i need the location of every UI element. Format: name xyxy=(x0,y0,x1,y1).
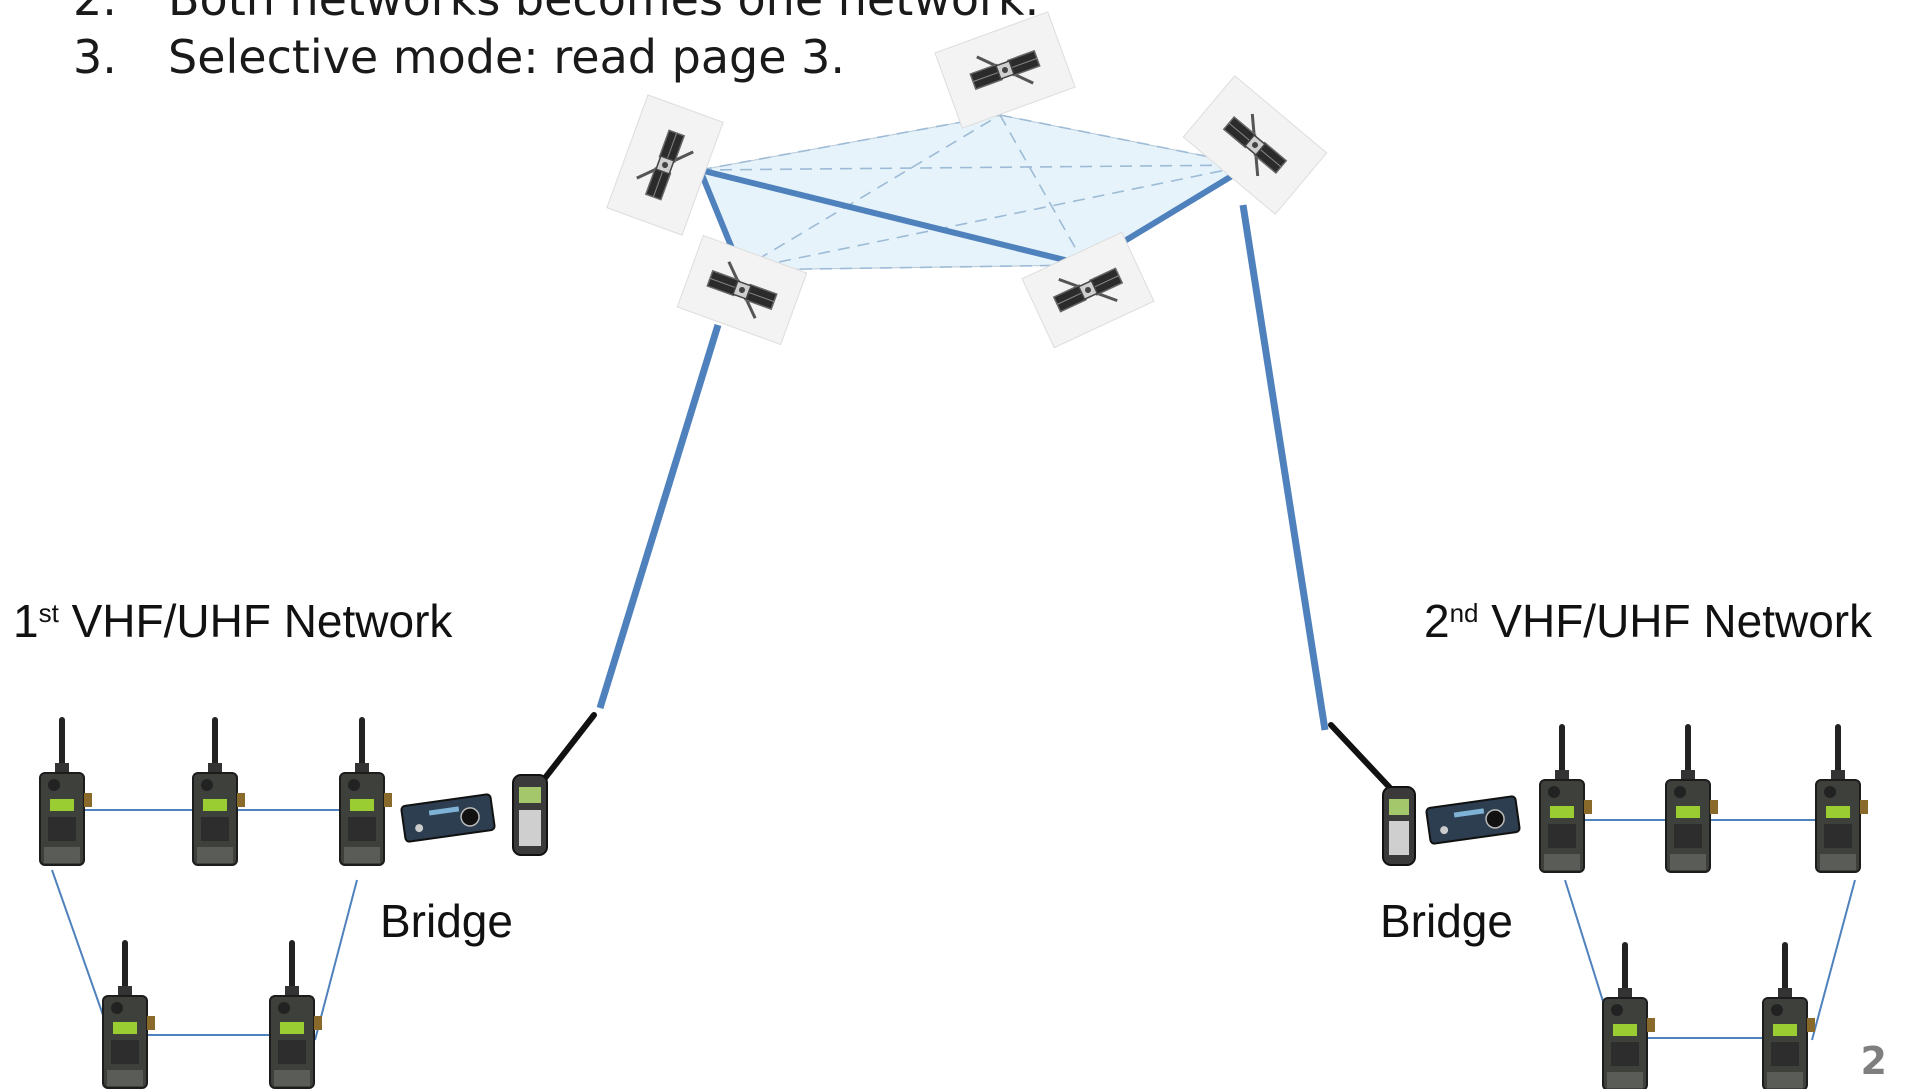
satellite-icon xyxy=(934,11,1076,129)
network-1-ordinal: 1 xyxy=(13,595,39,647)
list-number: 3. xyxy=(73,30,117,84)
radio-icon xyxy=(103,943,155,1088)
radio-icon xyxy=(193,720,245,865)
network-1-suffix: st xyxy=(38,598,59,628)
network-1-name: VHF/UHF Network xyxy=(58,595,453,647)
list-number: 2. xyxy=(73,0,117,26)
right-uplink xyxy=(1239,204,1329,731)
radio-icon xyxy=(270,943,322,1088)
list-text: Selective mode: read page 3. xyxy=(168,30,846,84)
bridge-interface-icon xyxy=(400,793,496,843)
satellite-icon xyxy=(1182,75,1328,215)
radio-icon xyxy=(1666,727,1718,872)
satellite-icon xyxy=(1021,231,1155,349)
page-number: 2 xyxy=(1860,1039,1887,1083)
left-uplink xyxy=(596,323,722,710)
satellite-phone-icon xyxy=(512,712,597,856)
satellite-phone-icon xyxy=(1328,722,1416,866)
radio-icon xyxy=(1540,727,1592,872)
satellite-icon xyxy=(676,234,808,346)
left-network-links xyxy=(51,809,358,1041)
radio-icon xyxy=(1603,945,1655,1089)
network-1-label: 1st VHF/UHF Network xyxy=(13,594,452,648)
network-2-suffix: nd xyxy=(1449,598,1479,628)
network-2-ordinal: 2 xyxy=(1424,595,1450,647)
bridge-interface-icon xyxy=(1425,795,1521,845)
radio-icon xyxy=(340,720,392,865)
list-text: Both networks becomes one network. xyxy=(168,0,1039,26)
network-2-label: 2nd VHF/UHF Network xyxy=(1424,594,1872,648)
bridge-right-label: Bridge xyxy=(1380,895,1513,947)
radio-icon xyxy=(1816,727,1868,872)
satellite-icon xyxy=(606,94,724,236)
radio-icon xyxy=(40,720,92,865)
radio-icon xyxy=(1763,945,1815,1089)
network-2-name: VHF/UHF Network xyxy=(1478,595,1873,647)
bridge-left-label: Bridge xyxy=(380,895,513,947)
